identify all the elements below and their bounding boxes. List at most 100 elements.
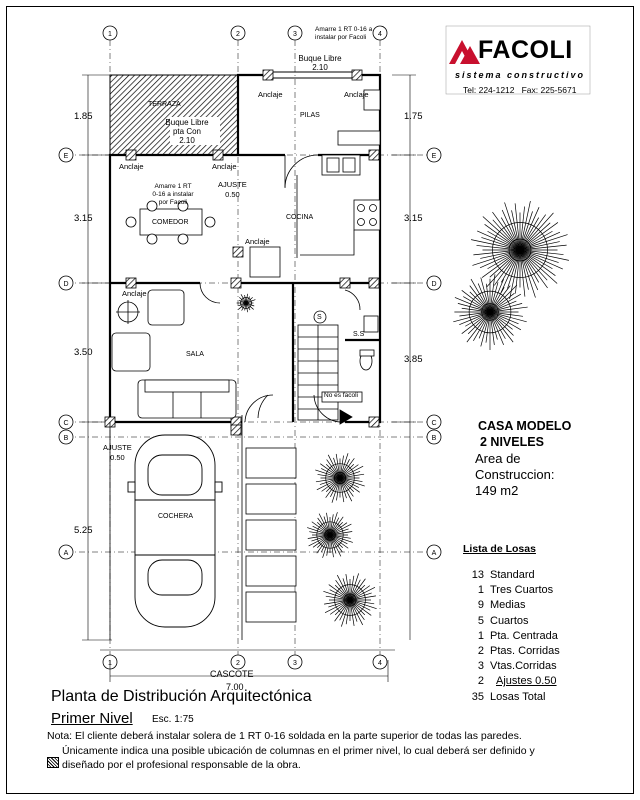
grid-bubble-col	[287, 654, 303, 670]
grid-bubble-row	[426, 429, 442, 445]
losas-label: Standard	[490, 569, 535, 581]
sheet-border	[6, 6, 634, 794]
grid-axis-row-label: C	[63, 420, 68, 427]
garage-slabs	[109, 422, 297, 640]
windows	[109, 71, 357, 300]
losas-item: 2 Ajustes 0.50	[464, 674, 560, 689]
grid-axis-col-label: 2	[236, 31, 240, 38]
anclaje-label-6: Anclaje	[122, 289, 147, 298]
anchor-column	[351, 69, 363, 81]
grid-axis-col-label: 3	[293, 660, 297, 667]
dim-right-3: 3.85	[404, 354, 423, 365]
losas-qty: 13	[471, 569, 484, 581]
living-room-furniture	[111, 289, 237, 419]
facoli-logo-mark	[445, 25, 591, 95]
grid-axis-col-label: 4	[378, 660, 382, 667]
anchor-column	[230, 424, 242, 436]
tree	[453, 274, 528, 350]
anchor-column	[368, 277, 380, 289]
grid-bubble-row	[426, 275, 442, 291]
losas-qty: 2	[477, 644, 484, 657]
grid-bubble-row	[426, 544, 442, 560]
anclaje-label-3: Anclaje	[119, 162, 144, 171]
room-label-ss: S.S	[353, 331, 365, 338]
losas-label: Cuartos	[490, 614, 529, 627]
tree	[315, 453, 365, 503]
plan-title: Planta de Distribución Arquitectónica	[51, 688, 312, 705]
stair-up-label: S	[317, 314, 322, 321]
losas-qty: 3	[477, 660, 484, 673]
losas-item: 35 Losas Total	[464, 690, 560, 705]
grid-axis-col-label: 1	[108, 31, 112, 38]
grid-axis-col-label: 3	[293, 31, 297, 38]
dim-left-3: 3.50	[74, 347, 93, 358]
anchor-column	[230, 277, 242, 289]
grid-axis-row-label: B	[432, 435, 437, 442]
losas-item: 1 Pta. Centrada	[464, 629, 560, 644]
losas-label: Medias	[490, 599, 526, 612]
project-title: CASA MODELO 2 NIVELES	[478, 419, 572, 449]
grid-axis-row-label: A	[64, 550, 69, 557]
losas-item: 13 Standard	[464, 568, 560, 583]
anchor-column	[368, 416, 380, 428]
losas-qty: 5	[477, 614, 484, 627]
plan-subtitle: Primer Nivel	[51, 710, 133, 727]
dim-left-4: 5.25	[74, 525, 93, 536]
exterior-walls	[108, 73, 382, 424]
grid-bubble-row	[426, 147, 442, 163]
tree	[323, 573, 377, 627]
grid-axis-col-label: 4	[378, 31, 382, 38]
grid-axis-col-label: 2	[236, 660, 240, 667]
room-label-cochera: COCHERA	[158, 513, 194, 520]
losas-label: Vtas.Corridas	[490, 660, 557, 673]
losas-heading: Lista de Losas	[463, 543, 536, 555]
grid-bubble-col	[287, 25, 303, 41]
anchor-column	[125, 149, 137, 161]
grid-bubble-col	[230, 654, 246, 670]
room-label-sala: SALA	[186, 351, 204, 358]
losas-qty: 9	[477, 599, 484, 612]
no-facoli-label: No es facoli	[324, 392, 358, 399]
losas-qty: 2	[477, 675, 484, 688]
plan-scale: Esc. 1:75	[152, 714, 194, 725]
losas-label: Ajustes 0.50	[496, 675, 557, 688]
room-label-comedor: COMEDOR	[152, 219, 189, 226]
dim-left-2: 3.15	[74, 213, 93, 224]
grid-bubble-col	[372, 654, 388, 670]
tree	[236, 293, 256, 313]
anchor-column	[262, 69, 274, 81]
losas-qty: 35	[471, 690, 484, 703]
losas-label: Tres Cuartos	[490, 584, 554, 597]
losas-item: 9 Medias	[464, 598, 560, 613]
anclaje-label-2: Anclaje	[344, 90, 369, 99]
losas-qty: 1	[477, 629, 484, 642]
grid-axis-row-label: A	[432, 550, 437, 557]
anclaje-label-4: Anclaje	[212, 162, 237, 171]
losas-item: 5 Cuartos	[464, 614, 560, 629]
losas-label: Losas Total	[490, 690, 546, 703]
grid-bubble-row	[58, 414, 74, 430]
column-legend-swatch	[47, 757, 59, 768]
losas-label: Pta. Centrada	[490, 629, 558, 642]
landscape-trees	[236, 201, 569, 627]
brand-contact: Tel: 224-1212 Fax: 225-5671	[463, 85, 577, 95]
anchor-column	[125, 277, 137, 289]
staircase	[297, 310, 363, 425]
grid-axis-row-label: C	[431, 420, 436, 427]
grid-axis-row-label: E	[64, 153, 69, 160]
losas-item: 3 Vtas.Corridas	[464, 659, 560, 674]
dining-set	[125, 200, 216, 245]
note-line-2: Únicamente indica una posible ubicación …	[62, 744, 535, 757]
dim-right-1: 1.75	[404, 111, 423, 122]
brand-name: FACOLI	[478, 36, 573, 64]
construction-area: Area de Construccion: 149 m2	[475, 451, 555, 498]
dim-total-width: 7.00	[226, 682, 244, 692]
